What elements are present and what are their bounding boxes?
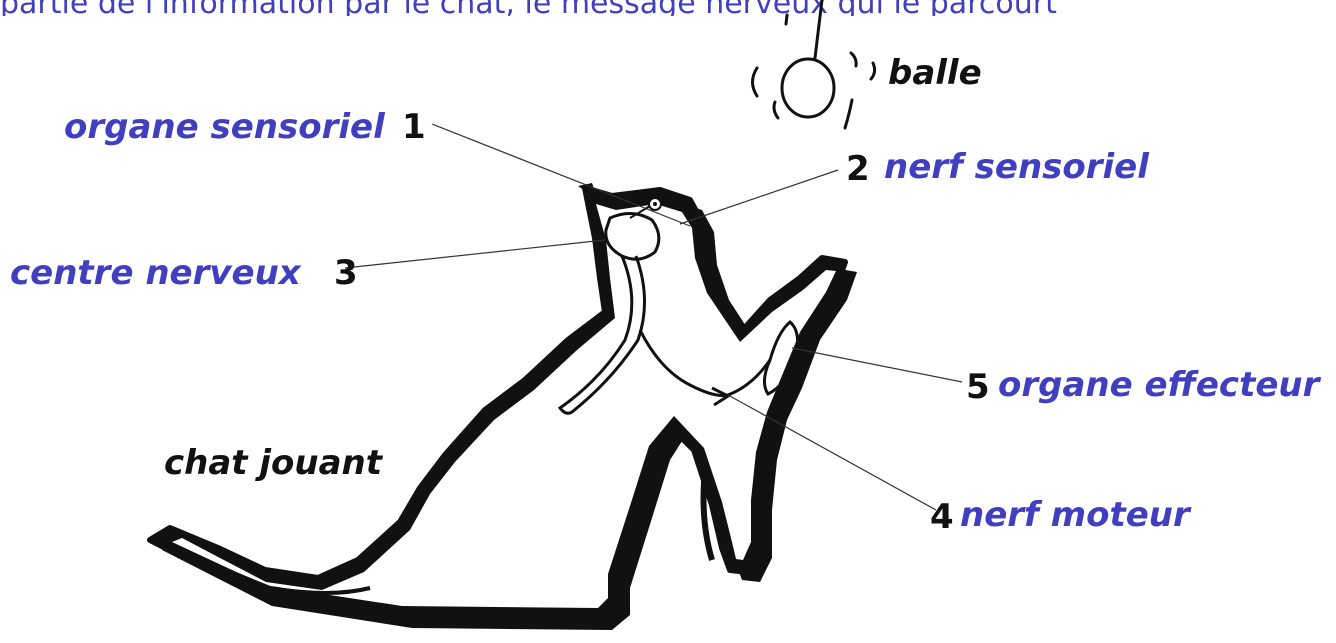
label-nerf-sensoriel: nerf sensoriel — [884, 147, 1149, 187]
leader-nerf-sensoriel — [679, 169, 839, 225]
leader-nerf-moteur — [727, 394, 937, 511]
label-num-5: 5 — [966, 367, 990, 407]
label-chat-jouant: chat jouant — [164, 443, 383, 483]
label-centre-nerveux: centre nerveux — [10, 253, 301, 293]
label-num-1: 1 — [402, 107, 426, 147]
label-num-4: 4 — [930, 497, 954, 537]
label-balle: balle — [888, 53, 982, 93]
cat-silhouette — [147, 183, 857, 630]
label-nerf-moteur: nerf moteur — [960, 495, 1190, 535]
label-num-2: 2 — [846, 149, 870, 189]
ball-icon — [751, 0, 877, 130]
leader-lines — [344, 123, 963, 511]
label-organe-sensoriel: organe sensoriel — [64, 107, 385, 147]
label-num-3: 3 — [334, 253, 358, 293]
top-caption: partie de l'information par le chat, le … — [0, 0, 1336, 16]
leader-centre-nerveux — [344, 239, 606, 269]
label-organe-effecteur: organe effecteur — [998, 365, 1320, 405]
leader-organe-effecteur — [791, 347, 963, 383]
leader-organe-sensoriel — [431, 123, 691, 227]
